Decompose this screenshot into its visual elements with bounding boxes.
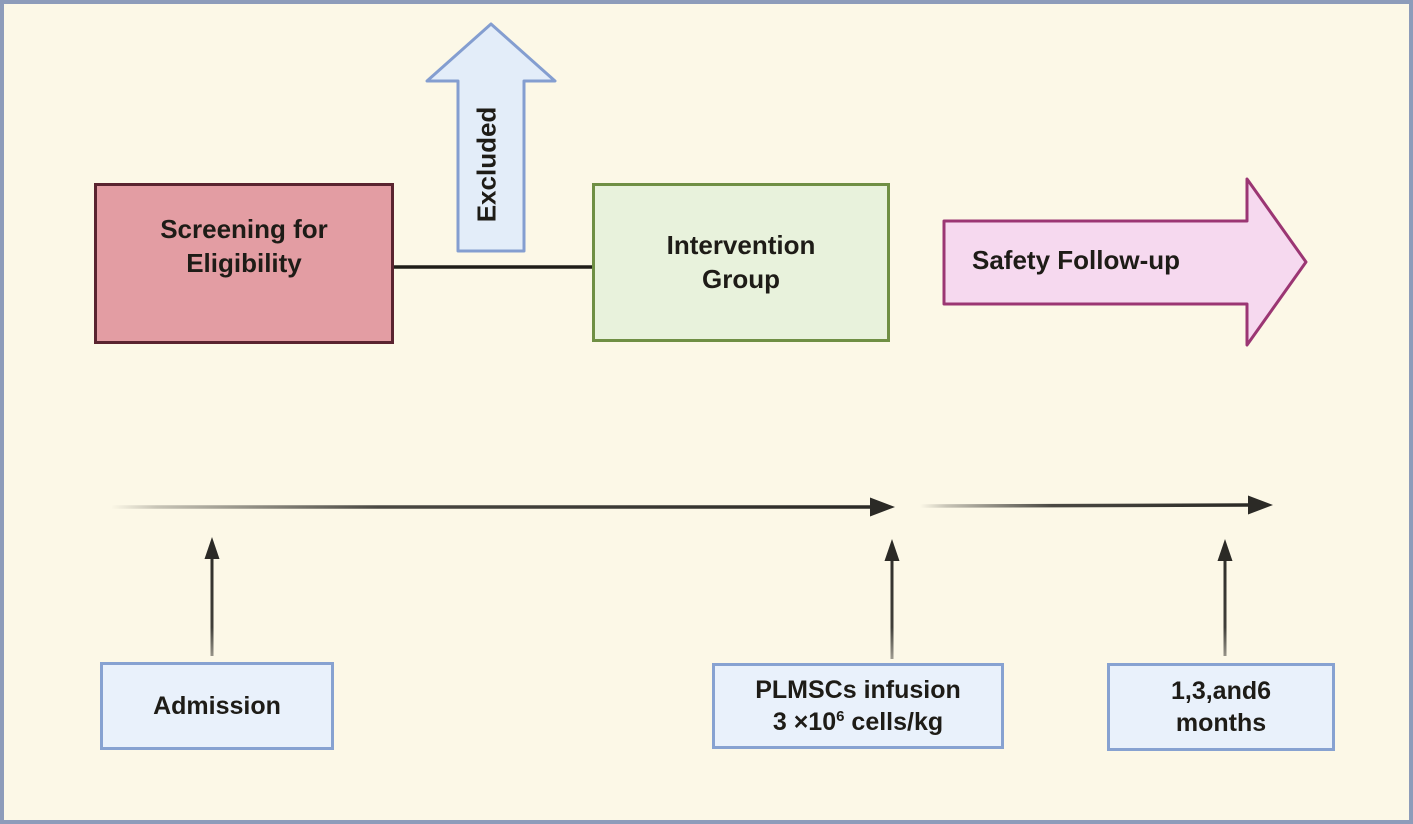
- timeline-arrowhead-2-icon: [1248, 495, 1273, 515]
- infusion-label-line1: PLMSCs infusion: [755, 675, 961, 704]
- connector-layer: [111, 22, 1308, 659]
- admission-marker-arrowhead-icon: [204, 537, 220, 559]
- infusion-dose-exponent: 6: [836, 708, 845, 725]
- screening-box-label-line2: Eligibility: [186, 247, 302, 278]
- screening-box-label-line1: Screening for: [160, 213, 328, 244]
- infusion-dose-line: 3 ×106 cells/kg: [773, 706, 943, 739]
- infusion-dose-prefix: 3 ×10: [772, 708, 837, 736]
- admission-label: Admission: [153, 691, 281, 720]
- intervention-box-label-line1: Intervention: [666, 229, 816, 260]
- intervention-box-label-line2: Group: [702, 263, 780, 294]
- infusion-marker-arrowhead-icon: [884, 539, 900, 561]
- timeline-line-2: [919, 503, 1250, 508]
- followup-months-event-box: 1,3,and6 months: [1107, 663, 1335, 751]
- infusion-dose-suffix: cells/kg: [844, 708, 944, 736]
- timeline-arrowhead-1-icon: [870, 497, 895, 517]
- excluded-up-arrow-shape: [425, 22, 557, 253]
- excluded-arrow-label-container: Excluded: [454, 79, 520, 249]
- followup-label-line1: 1,3,and6: [1170, 676, 1272, 705]
- infusion-event-box: PLMSCs infusion 3 ×106 cells/kg: [712, 663, 1004, 749]
- followup-label-line2: months: [1175, 709, 1267, 737]
- screening-box: Screening for Eligibility: [94, 183, 394, 344]
- admission-event-box: Admission: [100, 662, 334, 750]
- intervention-group-box: Intervention Group: [592, 183, 890, 342]
- safety-follow-up-label: Safety Follow-up: [972, 245, 1180, 275]
- excluded-arrow-label: Excluded: [471, 106, 502, 222]
- safety-follow-up-label-container: Safety Follow-up: [942, 219, 1245, 302]
- safety-follow-up-arrow-shape: [942, 177, 1308, 347]
- followup-marker-arrowhead-icon: [1217, 539, 1233, 561]
